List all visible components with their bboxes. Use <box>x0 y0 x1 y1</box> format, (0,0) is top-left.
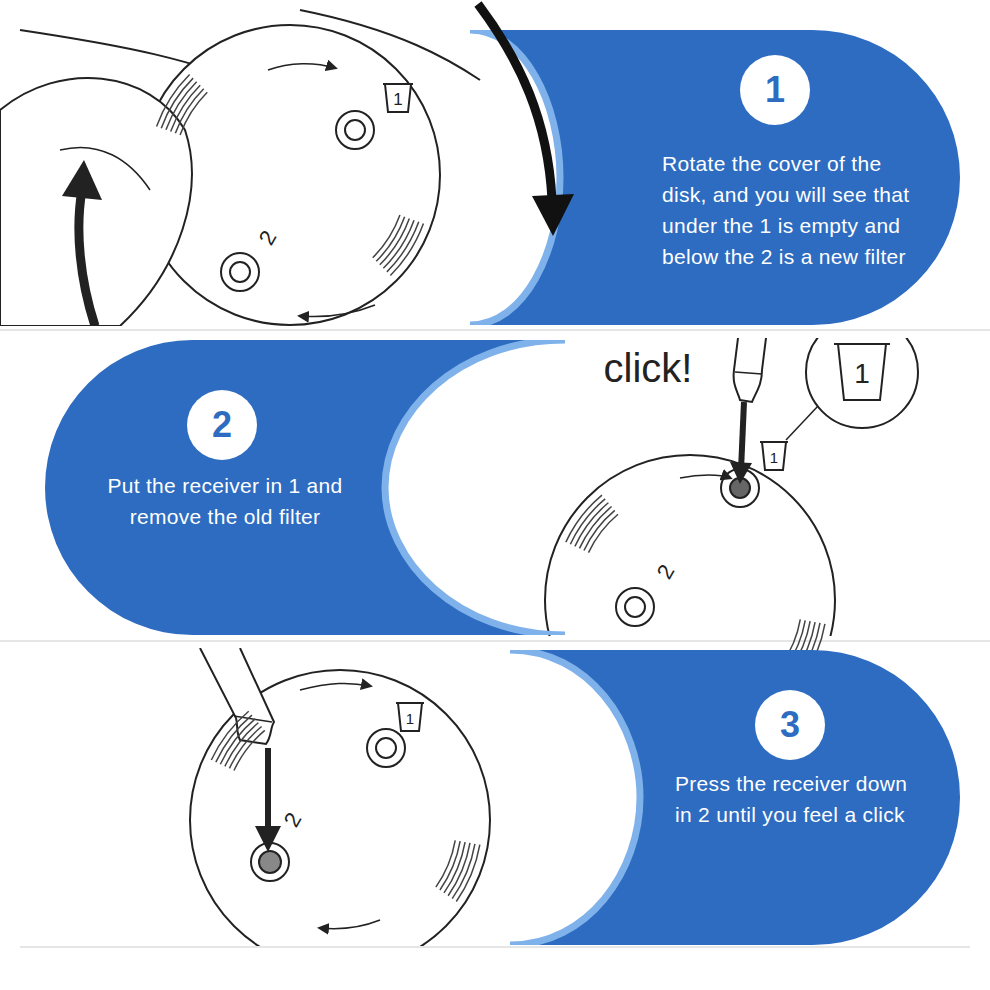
grip-hatch <box>588 514 618 552</box>
grip-hatch <box>180 92 207 135</box>
grip-hatch <box>166 82 197 130</box>
grip-hatch <box>570 499 605 544</box>
band-shape <box>470 30 960 325</box>
step-number-circle: 2 <box>187 390 257 460</box>
step-number: 2 <box>212 404 232 446</box>
grip-hatch <box>566 495 602 542</box>
filter-slot-number: 2 <box>255 227 280 249</box>
filter-slot-number: 2 <box>653 561 678 583</box>
grip-hatch <box>387 222 419 272</box>
grip-hatch <box>376 217 404 262</box>
callout-number: 1 <box>854 360 870 388</box>
grip-hatch <box>161 78 193 128</box>
filter-slot-number: 1 <box>406 711 414 726</box>
grip-hatch <box>216 715 252 762</box>
step-text: Press the receiver down in 2 until you f… <box>675 768 925 830</box>
step-text: Put the receiver in 1 and remove the old… <box>75 470 375 532</box>
grip-hatch <box>584 510 615 550</box>
band-shape <box>510 650 960 945</box>
filter-slot-number: 1 <box>770 450 778 465</box>
step-band: Press the receiver down in 2 until you f… <box>510 650 960 945</box>
grip-hatch <box>234 730 265 770</box>
grip-hatch <box>440 841 460 890</box>
grip-hatch <box>225 723 258 767</box>
step-band: Rotate the cover of the disk, and you wi… <box>470 30 960 325</box>
step-number-circle: 1 <box>740 55 810 125</box>
filter-slot-number: 1 <box>393 91 402 108</box>
step-number-circle: 3 <box>755 690 825 760</box>
grip-hatch <box>436 840 455 887</box>
grip-hatch <box>211 711 248 760</box>
grip-hatch <box>220 719 255 764</box>
grip-hatch <box>380 218 410 264</box>
grip-hatch <box>390 224 423 276</box>
filter-slot-number: 2 <box>280 809 305 831</box>
step-number: 1 <box>765 69 785 111</box>
step-number: 3 <box>780 704 800 746</box>
click-label: click! <box>604 348 693 388</box>
grip-hatch <box>175 89 203 134</box>
step-text: Rotate the cover of the disk, and you wi… <box>662 148 930 272</box>
grip-hatch <box>157 75 190 127</box>
grip-hatch <box>229 727 261 769</box>
grip-hatch <box>575 503 608 547</box>
grip-hatch <box>579 507 611 549</box>
grip-hatch <box>383 220 414 268</box>
grip-hatch <box>373 215 400 258</box>
step-band: Put the receiver in 1 and remove the old… <box>45 340 565 635</box>
grip-hatch <box>171 85 201 131</box>
